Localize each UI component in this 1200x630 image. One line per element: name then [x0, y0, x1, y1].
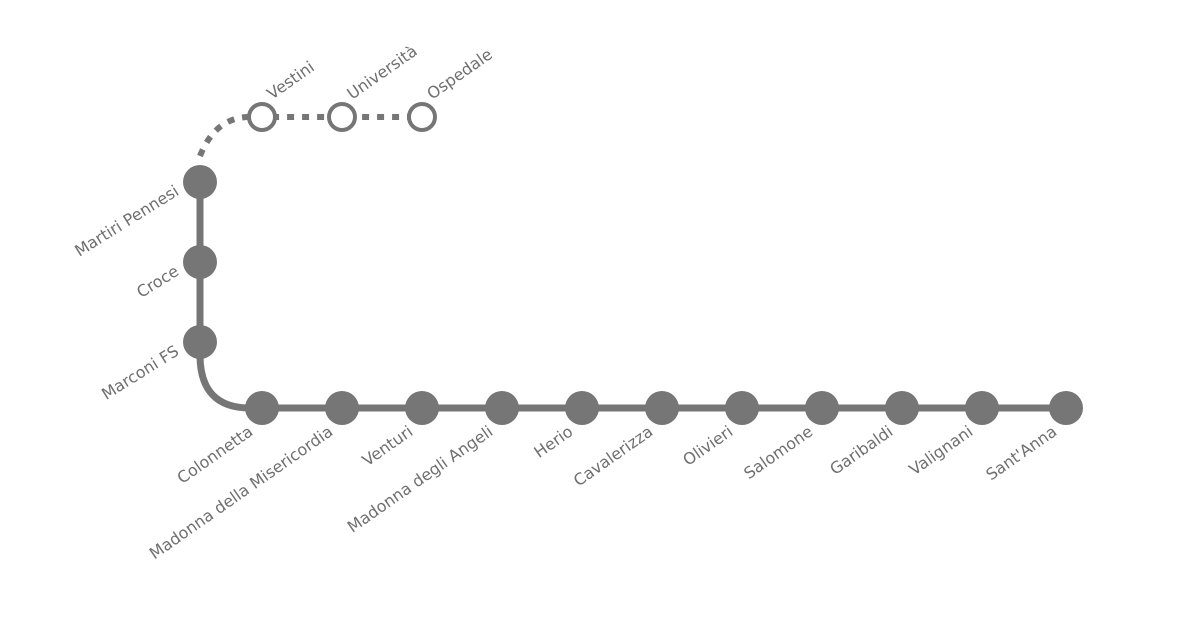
station-marker	[645, 391, 679, 425]
station-label: Garibaldi	[826, 422, 896, 479]
station-marker	[885, 391, 919, 425]
station-label: Olivieri	[679, 422, 736, 470]
station-marker	[965, 391, 999, 425]
station-marker	[485, 391, 519, 425]
planned-station-marker	[327, 102, 357, 132]
station-marker	[325, 391, 359, 425]
station-label: Cavalerizza	[570, 422, 656, 490]
station-label: Herio	[530, 422, 576, 462]
station-label: Vestini	[263, 57, 317, 103]
planned-station-marker	[407, 102, 437, 132]
station-marker	[183, 325, 217, 359]
station-marker	[805, 391, 839, 425]
station-marker	[183, 245, 217, 279]
station-marker	[405, 391, 439, 425]
station-label: Valignani	[906, 422, 977, 479]
station-label: Croce	[133, 261, 182, 301]
station-label: Salomone	[740, 422, 816, 483]
station-marker	[1049, 391, 1083, 425]
station-label: Marconi FS	[98, 341, 182, 403]
station-label: Ospedale	[423, 45, 495, 104]
station-marker	[725, 391, 759, 425]
station-label: Madonna degli Angeli	[344, 422, 496, 537]
main-line	[196, 182, 1065, 412]
station-label: Venturi	[359, 422, 417, 470]
planned-extension-line	[197, 114, 422, 158]
planned-station-marker	[247, 102, 277, 132]
station-label: Università	[343, 41, 420, 103]
station-marker	[183, 165, 217, 199]
station-label: Martiri Pennesi	[71, 181, 182, 260]
station-marker	[245, 391, 279, 425]
station-label: Sant'Anna	[982, 422, 1060, 484]
station-marker	[565, 391, 599, 425]
